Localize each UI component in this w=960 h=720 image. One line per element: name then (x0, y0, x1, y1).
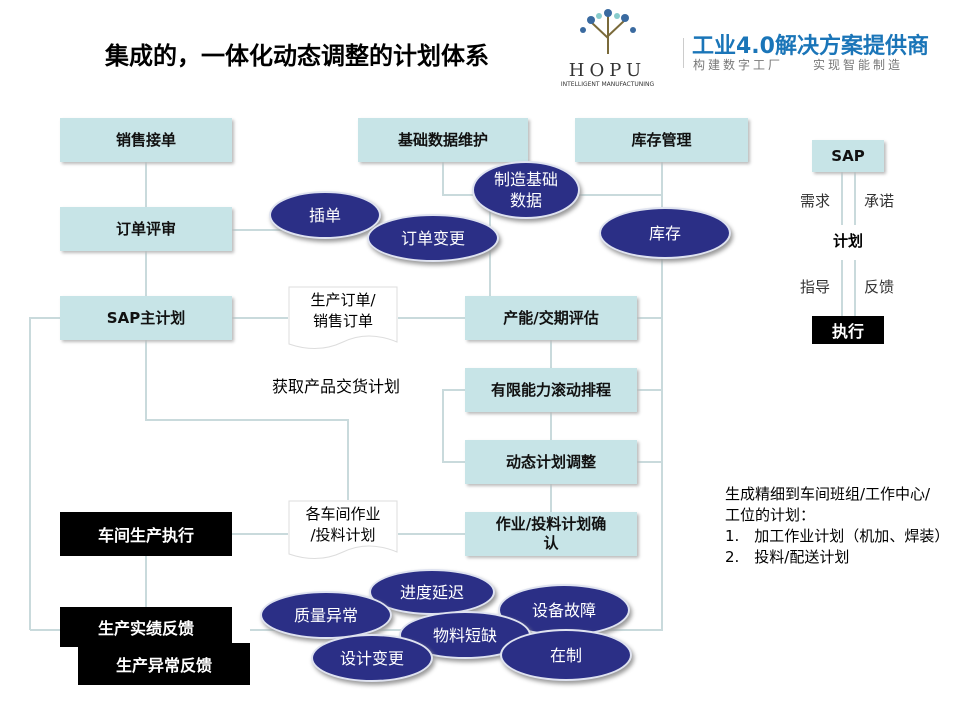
box-finite-scheduling: 有限能力滚动排程 (465, 368, 637, 412)
note-delivery-plan: 获取产品交货计划 (272, 377, 401, 396)
doc-orders-text: 生产订单/ 销售订单 (310, 291, 376, 330)
ellipse-quality: 质量异常 (260, 591, 392, 639)
box-workshop-exec: 车间生产执行 (60, 512, 232, 556)
ellipse-wip: 在制 (500, 629, 632, 681)
ellipse-design-change: 设计变更 (311, 634, 433, 682)
doc-workshop-plan: 各车间作业 /投料计划 (288, 500, 398, 562)
side-exec: 执行 (812, 316, 884, 344)
desc-intro: 生成精细到车间班组/工作中心/工位的计划： (725, 485, 931, 524)
box-sap-master: SAP主计划 (60, 296, 232, 340)
ellipse-order-change: 订单变更 (367, 214, 499, 262)
label-demand: 需求 (800, 192, 831, 210)
ellipse-mfg-data: 制造基础 数据 (472, 161, 580, 219)
logo-sub: INTELLIGENT MANUFACTUNING (560, 81, 655, 88)
slogan: 工业4.0解决方案提供商 (692, 34, 929, 59)
divider (683, 38, 684, 68)
box-production-feedback: 生产实绩反馈 (60, 607, 232, 647)
box-inventory: 库存管理 (575, 118, 748, 162)
box-abnormal-feedback: 生产异常反馈 (78, 643, 250, 685)
box-sales: 销售接单 (60, 118, 232, 162)
ellipse-stock: 库存 (599, 207, 731, 259)
box-basic-data: 基础数据维护 (358, 118, 528, 162)
ellipse-delay: 进度延迟 (369, 569, 495, 615)
ellipse-insert-order: 插单 (269, 191, 381, 239)
description: 生成精细到车间班组/工作中心/工位的计划： 1. 加工作业计划（机加、焊装） 2… (725, 484, 950, 568)
side-plan: 计划 (832, 232, 863, 250)
hopu-logo: HOPU INTELLIGENT MANUFACTUNING (540, 8, 675, 88)
desc-item-1: 1. 加工作业计划（机加、焊装） (725, 527, 950, 545)
doc-workshop-text: 各车间作业 /投料计划 (305, 505, 381, 544)
label-feedback: 反馈 (864, 278, 895, 296)
label-promise: 承诺 (864, 192, 895, 210)
side-sap: SAP (812, 140, 884, 172)
tagline: 构建数字工厂 实现智能制造 (693, 58, 904, 72)
box-confirm: 作业/投料计划确认 (465, 512, 637, 556)
box-capacity: 产能/交期评估 (465, 296, 637, 340)
tree-icon (579, 9, 636, 54)
doc-orders: 生产订单/ 销售订单 (288, 286, 398, 352)
logo-brand: HOPU (568, 60, 647, 81)
page-title: 集成的，一体化动态调整的计划体系 (105, 42, 489, 70)
box-dynamic-adjust: 动态计划调整 (465, 440, 637, 484)
desc-item-2: 2. 投料/配送计划 (725, 548, 850, 566)
box-order-review: 订单评审 (60, 207, 232, 251)
label-guide: 指导 (800, 278, 831, 296)
